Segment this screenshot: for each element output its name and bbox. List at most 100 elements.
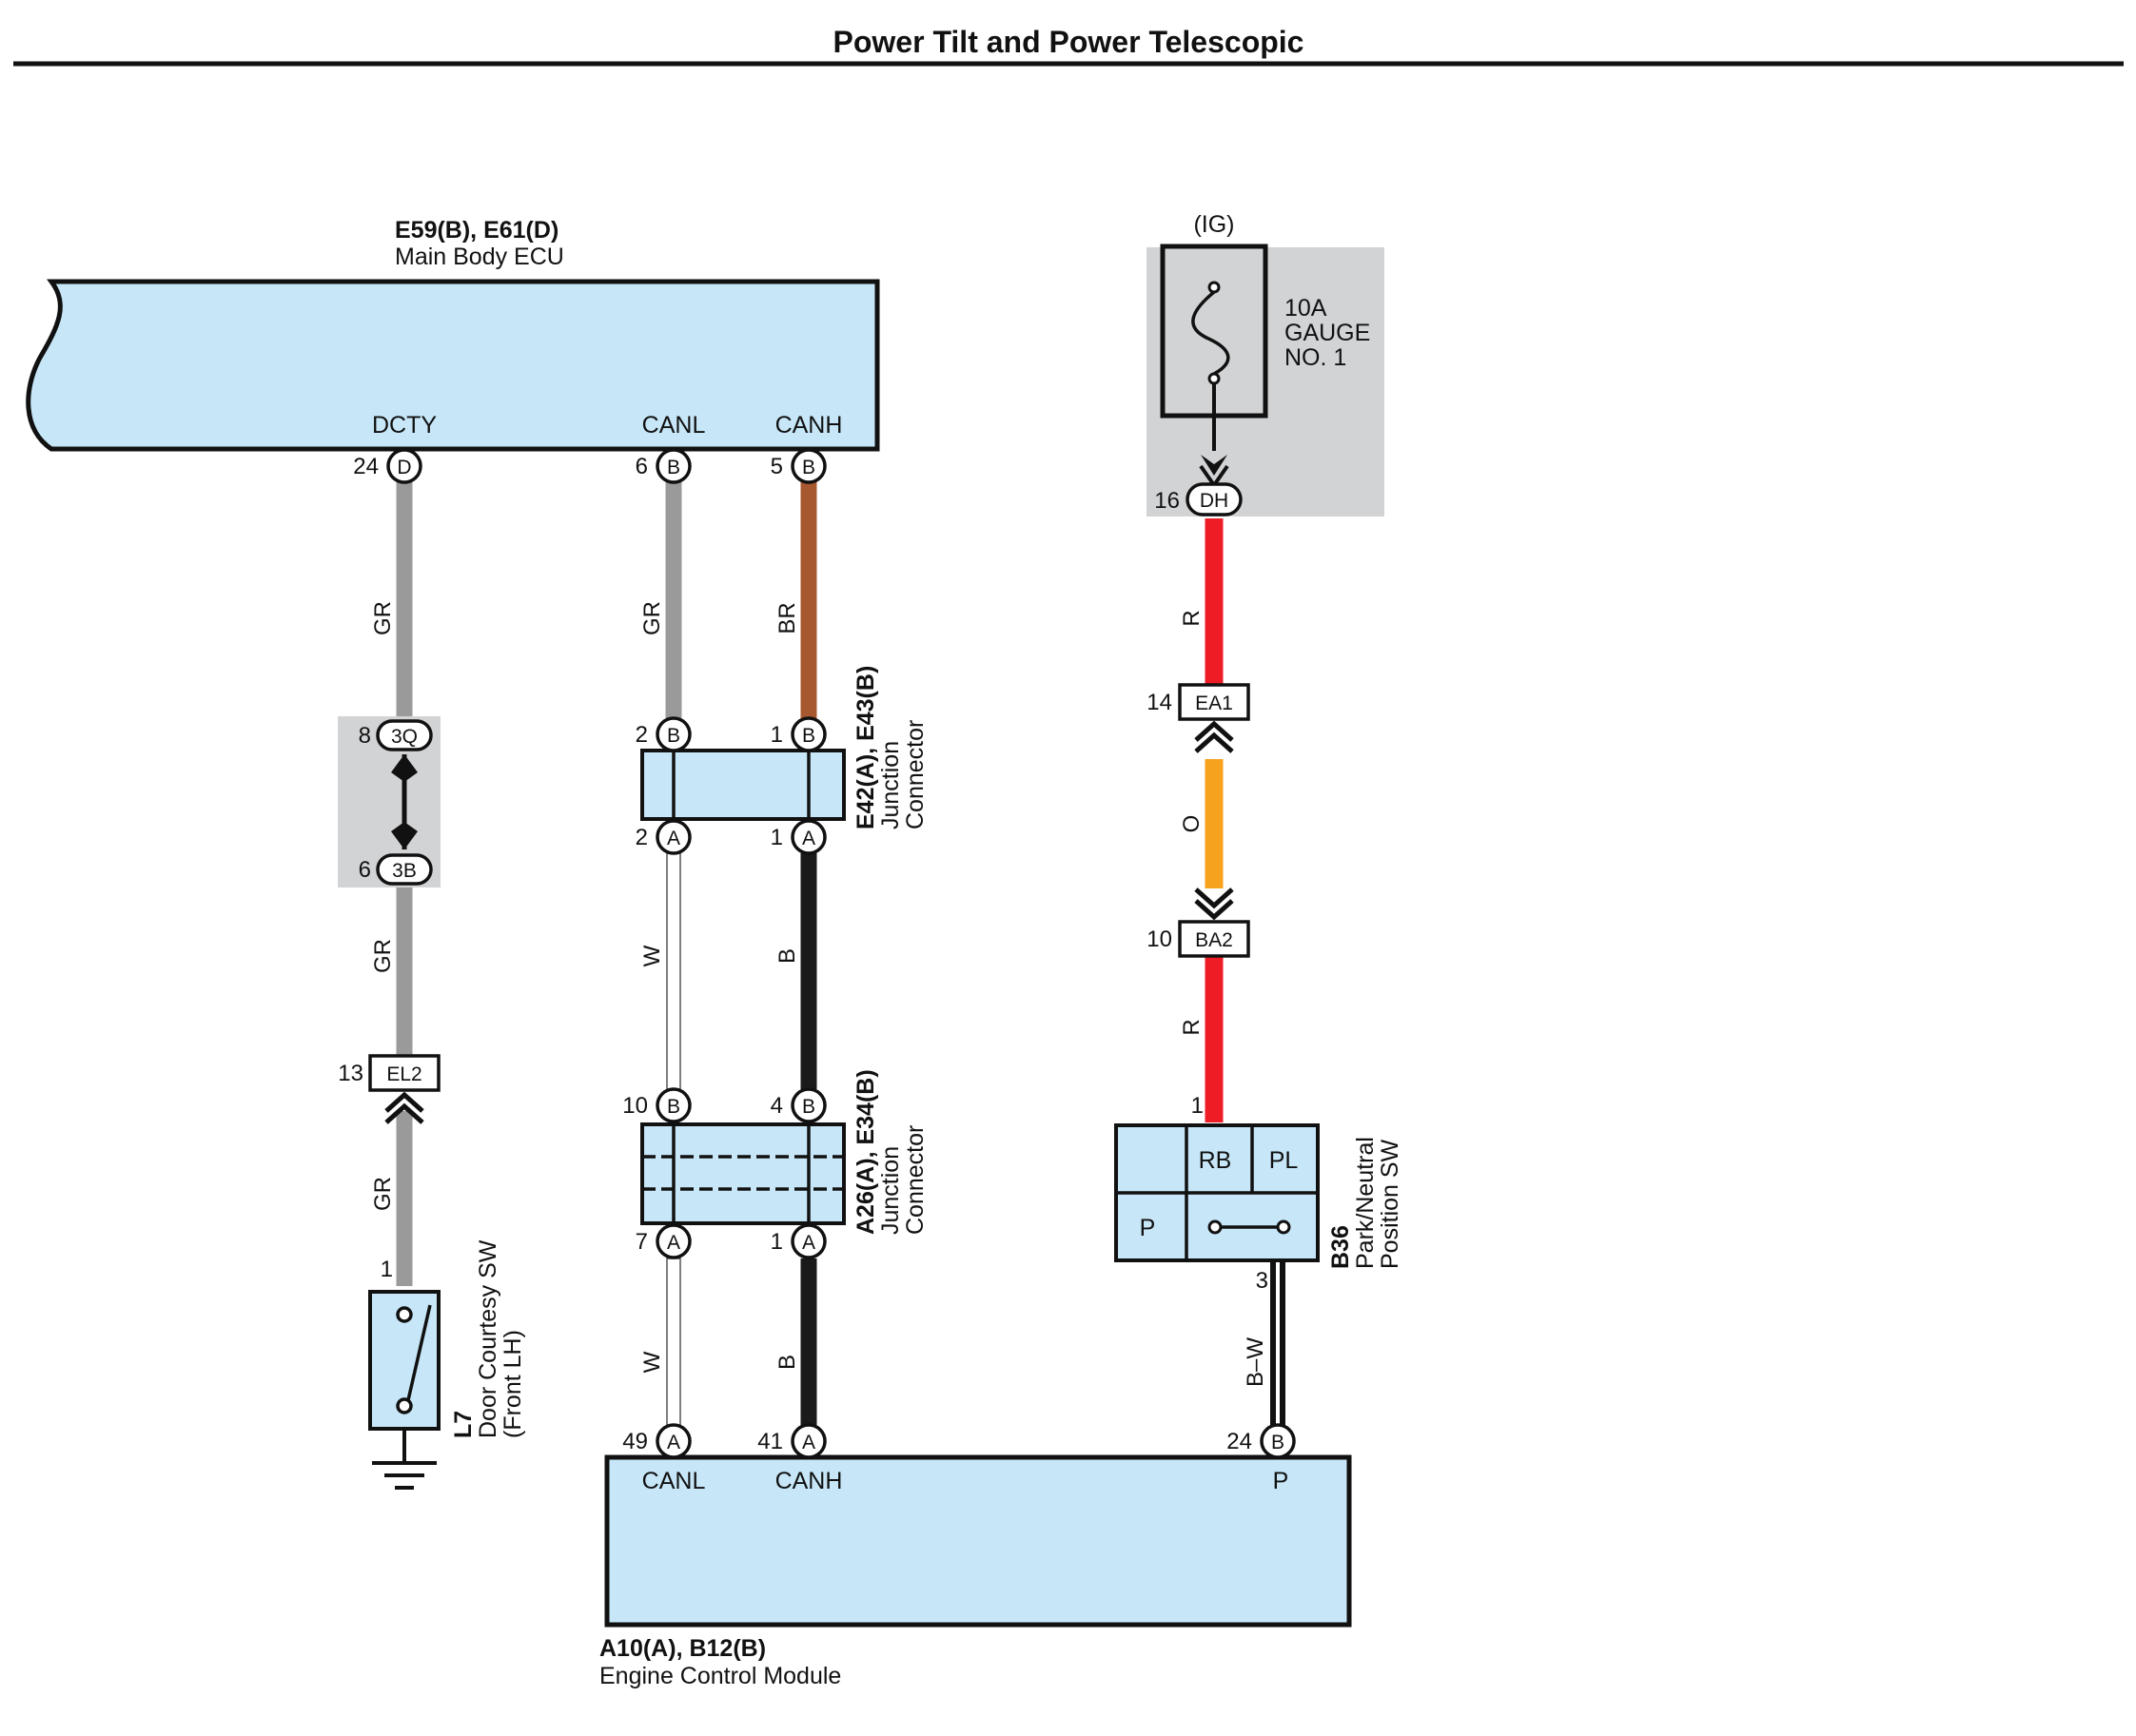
pin-number: 1 [771, 722, 783, 748]
door-switch-label: L7 Door Courtesy SW (Front LH) [450, 1239, 526, 1438]
junction-2-name: Junction [877, 1146, 904, 1235]
ground-icon [372, 1461, 437, 1490]
pin-number: 6 [636, 454, 648, 479]
connector-dh [1186, 482, 1243, 517]
junction-1-name: Junction [877, 741, 904, 829]
wire-color-label: GR [370, 601, 396, 635]
pin-connector-letter: A [802, 828, 815, 849]
pin-connector-letter: B [802, 457, 815, 478]
pin-number: 41 [757, 1429, 783, 1454]
junction-1-code: E42(A), E43(B) [852, 666, 879, 829]
switch-cell-rb: RB [1199, 1147, 1232, 1174]
connector-ea1-label: EA1 [1195, 692, 1233, 714]
junction-2-label: A26(A), E34(B) Junction Connector [852, 1069, 929, 1235]
pin-connector-letter: B [1271, 1432, 1284, 1453]
wire-w-canl-lower [666, 1258, 681, 1440]
door-switch-code: L7 [450, 1411, 477, 1438]
switch-cell-p: P [1140, 1215, 1156, 1241]
main-body-ecu-name: Main Body ECU [395, 244, 564, 270]
ignition-circuit: (IG) 10A GAUGE NO. 1 16 DH R 14 EA1 O 10… [1114, 211, 1403, 1438]
mate-arrow-up [391, 754, 418, 782]
pin-circle [656, 1423, 692, 1459]
pin-number: 1 [771, 1229, 783, 1255]
connector-el2 [368, 1054, 441, 1092]
pin-number: 5 [771, 454, 783, 479]
engine-control-module: 49 A 41 A 24 B CANL CANH P A10(A), B12(B… [599, 1423, 1352, 1689]
pin-number: 8 [359, 723, 371, 749]
chevron-down-icon [1201, 455, 1227, 476]
pin-connector-letter: D [397, 457, 411, 478]
wire-color-label: W [639, 945, 665, 966]
fuse-label: 10A [1284, 295, 1327, 322]
pin-connector-letter: A [667, 828, 680, 849]
junction-2-code: A26(A), E34(B) [852, 1069, 879, 1235]
ecm-terminal-canh: CANH [775, 1468, 843, 1494]
pin-circle [656, 448, 692, 484]
connector-ea1 [1178, 683, 1250, 721]
chevron-up-icon [384, 1091, 424, 1124]
pin-number: 10 [1146, 927, 1172, 952]
pin-number: 3 [1256, 1268, 1268, 1294]
chevron-up-icon [1194, 720, 1234, 753]
pin-connector-letter: A [802, 1232, 815, 1254]
pin-number: 49 [622, 1429, 648, 1454]
pin-number: 1 [771, 825, 783, 850]
ecu-terminal-canl: CANL [642, 412, 706, 439]
pin-number: 1 [1191, 1093, 1204, 1119]
pin-number: 2 [636, 825, 648, 850]
pin-number: 4 [771, 1093, 783, 1119]
wire-color-label: GR [370, 1177, 396, 1211]
wire-color-label: GR [370, 939, 396, 973]
wire-color-label: B [774, 1355, 800, 1370]
ecm-name: Engine Control Module [599, 1663, 841, 1689]
can-circuit: 6 B 5 B GR BR 2 B 1 B 2 A 1 A E42(A), E4… [622, 448, 929, 1440]
pin-number: 24 [1226, 1429, 1252, 1454]
pin-circle [791, 716, 827, 752]
connector-ba2 [1178, 920, 1250, 958]
pin-connector-letter: B [667, 1096, 680, 1118]
pin-number: 1 [381, 1257, 393, 1282]
wire-color-label: GR [639, 601, 665, 635]
pin-connector-letter: B [667, 725, 680, 747]
fuse-supply-label: (IG) [1193, 211, 1234, 238]
junction-1-name: Connector [902, 720, 929, 829]
pin-circle [791, 448, 827, 484]
junction-2-name: Connector [902, 1125, 929, 1235]
chevron-down-icon [1194, 888, 1234, 921]
ecm-block [604, 1454, 1352, 1628]
junction-1-label: E42(A), E43(B) Junction Connector [852, 666, 929, 829]
pin-circle [791, 1087, 827, 1123]
pin-number: 13 [338, 1061, 363, 1086]
ecu-terminal-canh: CANH [775, 412, 843, 439]
wire-color-label: B–W [1243, 1337, 1268, 1387]
switch-contact [396, 1306, 413, 1323]
ecm-code: A10(A), B12(B) [599, 1635, 766, 1662]
pin-number: 10 [622, 1093, 648, 1119]
switch-contact [1207, 1219, 1223, 1235]
fuse-terminal [1207, 281, 1221, 294]
connector-el2-label: EL2 [386, 1063, 421, 1085]
ecm-terminal-p: P [1273, 1468, 1289, 1494]
switch-cell-pl: PL [1269, 1147, 1299, 1174]
park-switch-name: Position SW [1377, 1139, 1403, 1269]
pin-circle [656, 1087, 692, 1123]
connector-ba2-label: BA2 [1195, 929, 1233, 951]
park-switch-code: B36 [1327, 1225, 1354, 1269]
pin-circle [1260, 1423, 1296, 1459]
wire-color-label: B [774, 948, 800, 964]
pin-circle [791, 1223, 827, 1259]
pin-circle [791, 1423, 827, 1459]
switch-contact [1276, 1219, 1291, 1235]
connector-dh-label: DH [1200, 490, 1228, 512]
door-switch-name: (Front LH) [500, 1330, 526, 1438]
park-switch-label: B36 Park/Neutral Position SW [1327, 1137, 1403, 1269]
connector-3q-label: 3Q [391, 726, 418, 748]
wire-color-label: R [1179, 1019, 1205, 1035]
pin-circle [791, 819, 827, 855]
pin-circle [656, 1223, 692, 1259]
connector-3q [376, 719, 433, 751]
pin-circle [386, 448, 422, 484]
pin-connector-letter: A [802, 1432, 815, 1453]
page-title: Power Tilt and Power Telescopic [833, 25, 1304, 59]
